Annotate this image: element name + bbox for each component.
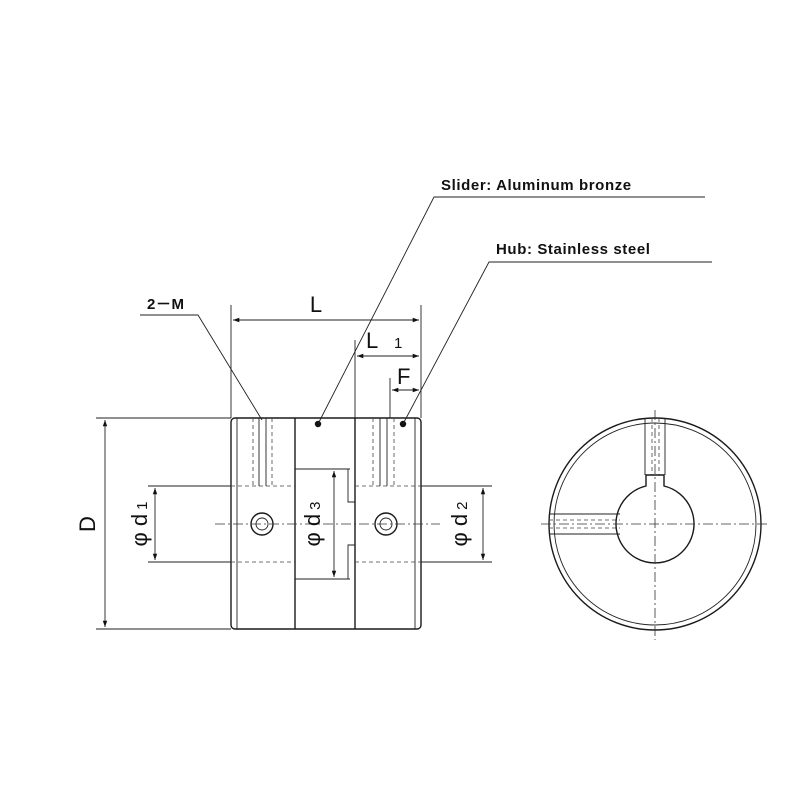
callout-hub-label: Hub: Stainless steel	[496, 241, 651, 258]
dim-d3-label: φ d3	[300, 502, 325, 547]
dimension-F: F	[389, 364, 419, 418]
end-view	[541, 410, 770, 640]
callout-screw-label: 2－M	[147, 296, 185, 313]
callout-slider: Slider: Aluminum bronze	[317, 177, 705, 425]
right-set-screw-thread	[372, 418, 395, 486]
dimension-L1: L 1	[354, 328, 419, 418]
dimension-d2: φ d2	[421, 485, 492, 563]
dim-D-label: D	[75, 516, 100, 532]
dim-L1-label: L	[366, 328, 378, 353]
dimension-D: D	[75, 417, 231, 630]
dimension-L: L	[230, 292, 422, 418]
slider-tongue	[295, 468, 355, 580]
callout-slider-label: Slider: Aluminum bronze	[441, 177, 632, 194]
dim-F-label: F	[397, 364, 410, 389]
coupling-body	[230, 417, 422, 630]
dimension-d1: φ d1	[127, 485, 231, 563]
keyway-slot	[644, 418, 666, 475]
callout-hub: Hub: Stainless steel	[402, 241, 712, 425]
side-view	[215, 417, 440, 630]
dim-L-label: L	[310, 292, 322, 317]
bore-with-keyway	[615, 474, 695, 564]
dim-d2-label: φ d2	[447, 502, 472, 547]
dim-L1-sub: 1	[394, 335, 402, 352]
dim-d1-label: φ d1	[127, 502, 152, 547]
dimension-d3: φ d3	[300, 468, 350, 580]
left-set-screw-thread	[252, 418, 273, 486]
callout-screw: 2－M	[140, 296, 263, 421]
